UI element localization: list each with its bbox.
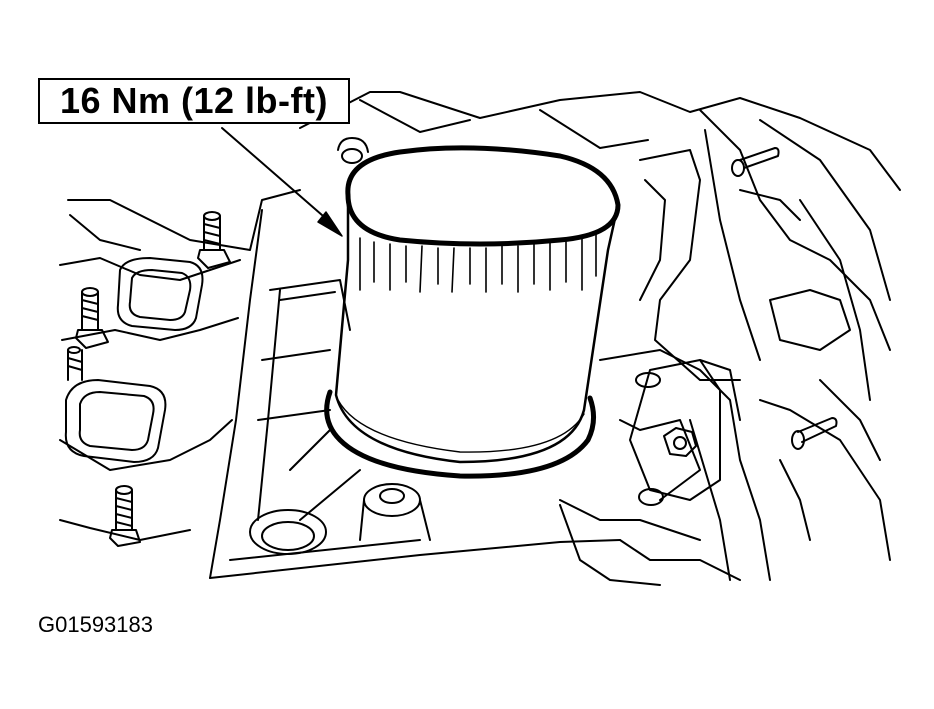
torque-label: 16 Nm (12 lb-ft) [59, 80, 329, 121]
oil-filter[interactable] [324, 145, 621, 479]
manifold-studs [67, 211, 231, 547]
mounting-bolts [249, 147, 838, 555]
leader-arrow [221, 127, 343, 237]
torque-callout: 16 Nm (12 lb-ft) [38, 78, 350, 124]
manifold-ports [64, 257, 204, 463]
figure-id: G01593183 [38, 612, 153, 637]
engine-block-outline [59, 91, 901, 586]
